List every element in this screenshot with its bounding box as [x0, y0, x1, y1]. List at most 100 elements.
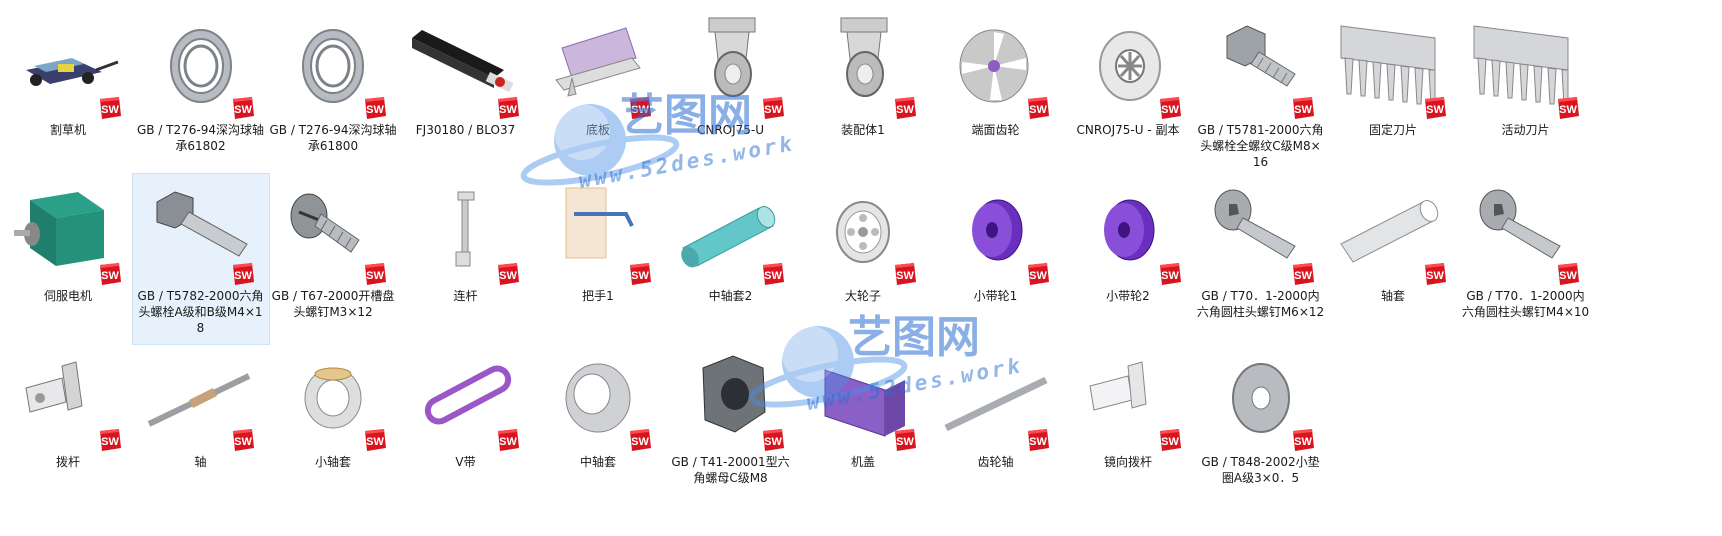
file-item-label: 中轴套	[579, 455, 616, 469]
svg-text:SW: SW	[1161, 104, 1179, 116]
svg-text:SW: SW	[1426, 104, 1444, 116]
file-item-label: 大轮子	[844, 289, 881, 303]
lever-mirror-icon	[1066, 340, 1190, 450]
file-item-label: GB / T5782-2000六角头螺栓A级和B级M4×18	[137, 289, 264, 335]
caster-icon	[669, 8, 793, 118]
file-item[interactable]: SW 镜向拨杆	[1060, 340, 1196, 510]
file-item-label: 底板	[585, 123, 610, 137]
solidworks-badge-icon: SW	[363, 262, 387, 286]
purple-pulley-icon	[934, 174, 1058, 284]
solidworks-badge-icon: SW	[628, 428, 652, 452]
face-gear-icon	[934, 8, 1058, 118]
svg-text:SW: SW	[1029, 104, 1047, 116]
socket-screw-icon	[1464, 174, 1588, 284]
hex-nut-icon	[669, 340, 793, 450]
file-item[interactable]: SW GB / T5781-2000六角头螺栓全螺纹C级M8×16	[1193, 8, 1329, 178]
file-item[interactable]: SW 装配体1	[795, 8, 931, 178]
file-item[interactable]: SW 齿轮轴	[928, 340, 1064, 510]
cover-icon	[801, 340, 925, 450]
bearing-icon	[271, 8, 395, 118]
svg-text:SW: SW	[1029, 436, 1047, 448]
file-item[interactable]: SW 把手1	[530, 174, 666, 344]
file-item[interactable]: SW 拨杆	[0, 340, 136, 510]
file-item[interactable]: SW 中轴套2	[663, 174, 799, 344]
file-item[interactable]: SW GB / T276-94深沟球轴承61802	[133, 8, 269, 178]
file-item-label: 装配体1	[841, 123, 885, 137]
file-item[interactable]: SW GB / T70．1-2000内六角圆柱头螺钉M6×12	[1193, 174, 1329, 344]
svg-text:SW: SW	[366, 104, 384, 116]
svg-text:SW: SW	[1161, 436, 1179, 448]
svg-text:SW: SW	[101, 270, 119, 282]
hex-bolt-long-icon	[139, 174, 263, 284]
svg-text:SW: SW	[764, 436, 782, 448]
big-wheel-icon	[801, 174, 925, 284]
solidworks-badge-icon: SW	[1556, 262, 1580, 286]
solidworks-badge-icon: SW	[628, 96, 652, 120]
file-item[interactable]: SW GB / T276-94深沟球轴承61800	[265, 8, 401, 178]
file-item-label: GB / T70．1-2000内六角圆柱头螺钉M4×10	[1461, 289, 1590, 319]
svg-text:SW: SW	[1294, 104, 1312, 116]
svg-text:SW: SW	[499, 270, 517, 282]
v-belt-icon	[404, 340, 528, 450]
file-item[interactable]: SW 大轮子	[795, 174, 931, 344]
file-item[interactable]: SW 机盖	[795, 340, 931, 510]
svg-text:SW: SW	[631, 270, 649, 282]
file-item[interactable]: SW 连杆	[398, 174, 534, 344]
svg-text:SW: SW	[1426, 270, 1444, 282]
small-bushing-icon	[271, 340, 395, 450]
servo-motor-icon	[6, 174, 130, 284]
solidworks-badge-icon: SW	[893, 96, 917, 120]
file-item[interactable]: SW 轴	[133, 340, 269, 510]
cyan-sleeve-icon	[669, 174, 793, 284]
file-item[interactable]: SW 小轴套	[265, 340, 401, 510]
file-item[interactable]: SW 底板	[530, 8, 666, 178]
file-item[interactable]: SW GB / T67-2000开槽盘头螺钉M3×12	[265, 174, 401, 344]
file-item[interactable]: SW 端面齿轮	[928, 8, 1064, 178]
file-item[interactable]: SW 小带轮2	[1060, 174, 1196, 344]
file-item-label: GB / T276-94深沟球轴承61802	[136, 123, 265, 153]
solidworks-badge-icon: SW	[761, 428, 785, 452]
file-item[interactable]: SW CNROJ75-U - 副本	[1060, 8, 1196, 178]
svg-text:SW: SW	[499, 436, 517, 448]
file-item[interactable]: SW 轴套	[1325, 174, 1461, 344]
file-item[interactable]: SW 小带轮1	[928, 174, 1064, 344]
solidworks-badge-icon: SW	[761, 96, 785, 120]
svg-text:SW: SW	[499, 104, 517, 116]
solidworks-badge-icon: SW	[1423, 96, 1447, 120]
file-item[interactable]: SW V带	[398, 340, 534, 510]
solidworks-badge-icon: SW	[1423, 262, 1447, 286]
svg-text:SW: SW	[631, 104, 649, 116]
file-item[interactable]: SW 固定刀片	[1325, 8, 1461, 178]
solidworks-badge-icon: SW	[98, 428, 122, 452]
svg-text:SW: SW	[101, 104, 119, 116]
plate-icon	[536, 8, 660, 118]
file-item[interactable]: SW CNROJ75-U	[663, 8, 799, 178]
svg-text:SW: SW	[764, 104, 782, 116]
file-item-label: 轴	[194, 455, 207, 469]
solidworks-badge-icon: SW	[363, 96, 387, 120]
solidworks-badge-icon: SW	[1026, 262, 1050, 286]
file-item[interactable]: SW 活动刀片	[1458, 8, 1594, 178]
file-item[interactable]: SW 割草机	[0, 8, 136, 178]
hex-bolt-icon	[1199, 8, 1323, 118]
file-item-label: CNROJ75-U	[696, 123, 765, 137]
solidworks-badge-icon: SW	[893, 428, 917, 452]
file-item[interactable]: SW FJ30180 / BLO37	[398, 8, 534, 178]
socket-screw-icon	[1199, 174, 1323, 284]
file-item-label: 轴套	[1380, 289, 1405, 303]
file-item[interactable]: SW 伺服电机	[0, 174, 136, 344]
file-item-label: GB / T276-94深沟球轴承61800	[269, 123, 397, 153]
file-item[interactable]: SW GB / T41-20001型六角螺母C级M8	[663, 340, 799, 510]
file-item-label: GB / T848-2002小垫圈A级3×0．5	[1201, 455, 1320, 485]
file-item-label: 拨杆	[55, 455, 80, 469]
file-item[interactable]: SW 中轴套	[530, 340, 666, 510]
solidworks-badge-icon: SW	[231, 96, 255, 120]
lawnmower-icon	[6, 8, 130, 118]
file-item[interactable]: SW GB / T848-2002小垫圈A级3×0．5	[1193, 340, 1329, 510]
file-item[interactable]: SW GB / T70．1-2000内六角圆柱头螺钉M4×10	[1458, 174, 1594, 344]
purple-pulley-icon	[1066, 174, 1190, 284]
solidworks-badge-icon: SW	[231, 428, 255, 452]
solidworks-badge-icon: SW	[363, 428, 387, 452]
file-item-label: 伺服电机	[43, 289, 92, 303]
file-item[interactable]: SW GB / T5782-2000六角头螺栓A级和B级M4×18	[131, 173, 270, 345]
